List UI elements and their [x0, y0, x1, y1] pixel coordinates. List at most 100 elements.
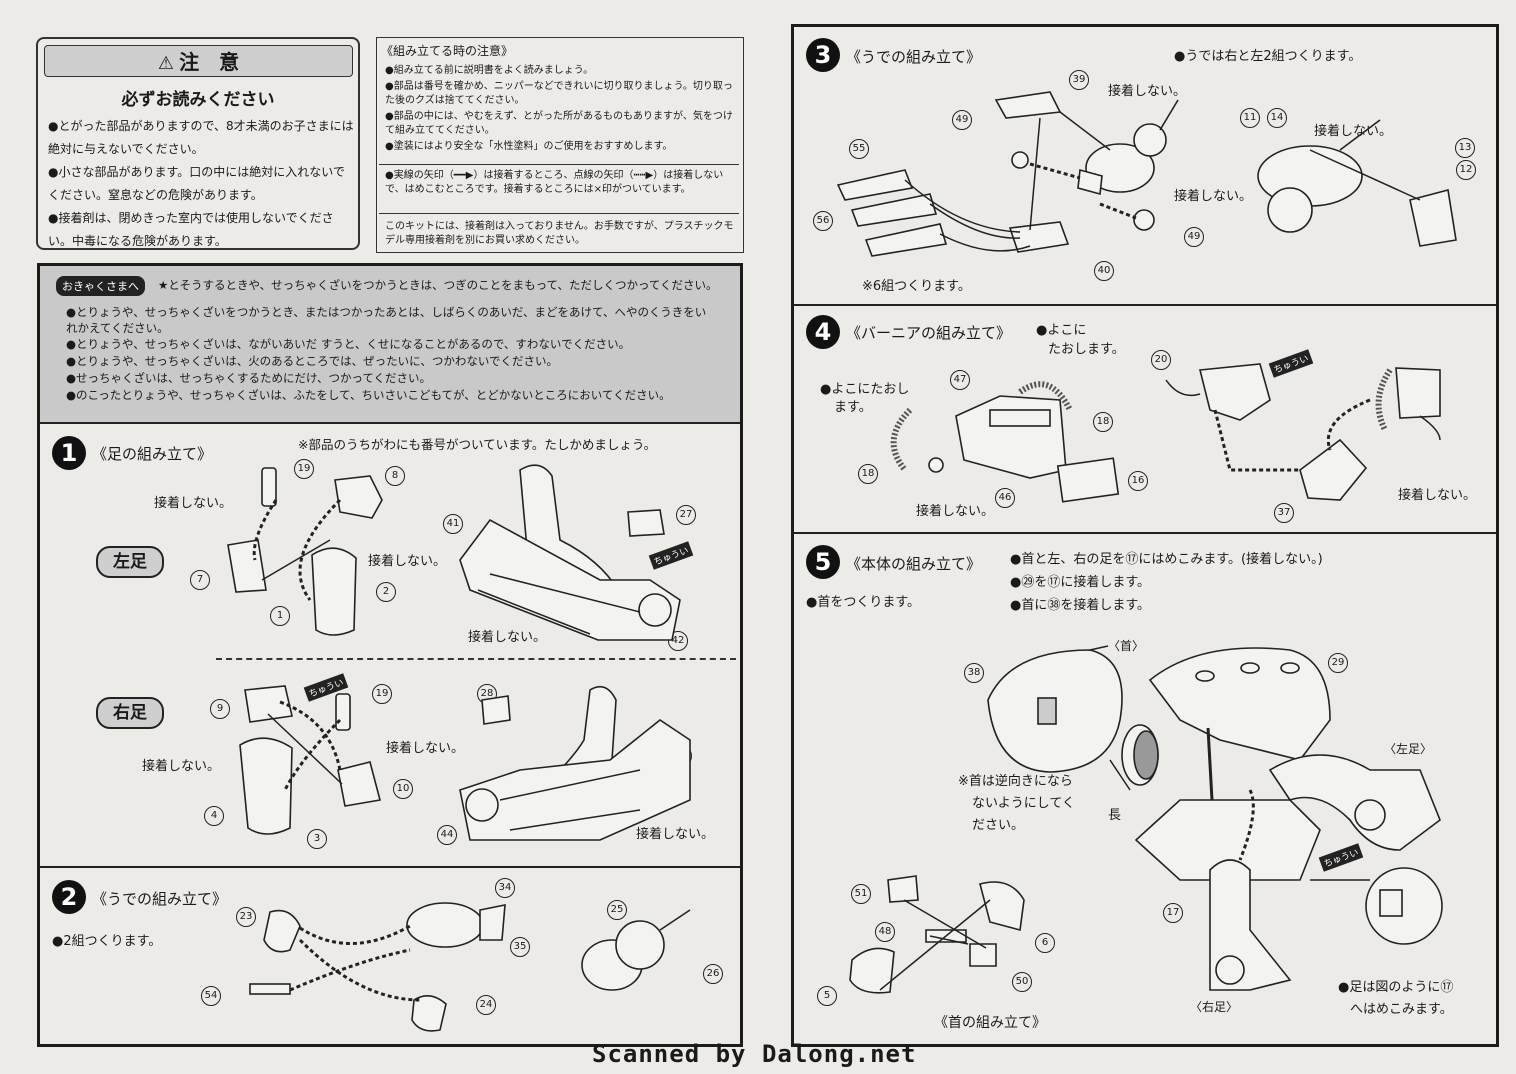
part-number: 35	[510, 937, 530, 957]
right-page-frame	[791, 24, 1499, 1047]
step-2-note: ●2組つくります。	[52, 934, 162, 949]
part-number: 9	[210, 699, 230, 719]
step-4-note: たおします。	[1048, 342, 1125, 357]
part-number: 25	[607, 900, 627, 920]
part-number: 17	[1163, 903, 1183, 923]
customer-notice-line: ●とりょうや、せっちゃくざいは、火のあるところでは、ぜったいに、つかわないでくだ…	[66, 354, 558, 368]
scan-watermark: Scanned by Dalong.net	[592, 1040, 917, 1068]
foot-note: ●足は図のように⑰	[1338, 980, 1454, 995]
caution-subheading: 必ずお読みください	[121, 90, 275, 110]
assembly-notes-box: 《組み立てる時の注意》 ●組み立てる前に説明書をよく読みましょう。 ●部品は番号…	[376, 37, 744, 253]
part-number: 49	[952, 110, 972, 130]
assembly-note: ●塗装にはより安全な「水性塗料」のご使用をおすすめします。	[385, 141, 673, 152]
foot-note: へはめこみます。	[1350, 1002, 1453, 1017]
part-number: 5	[817, 986, 837, 1006]
step-5-instruction: ●首に㊳を接着します。	[1010, 598, 1151, 613]
part-number: 19	[294, 459, 314, 479]
step-5-number: 5	[806, 545, 840, 579]
part-number: 7	[190, 570, 210, 590]
part-number: 12	[1456, 160, 1476, 180]
no-glue-label: 接着しない。	[142, 759, 221, 774]
left-page-frame	[37, 263, 743, 1047]
no-glue-label: 接着しない。	[386, 741, 465, 756]
leg-separator	[216, 658, 736, 660]
part-number: 43	[672, 746, 692, 766]
part-number: 28	[477, 684, 497, 704]
step-1-title: 《足の組み立て》	[92, 445, 213, 463]
part-number: 26	[703, 964, 723, 984]
part-number: 13	[1455, 138, 1475, 158]
part-number: 8	[385, 466, 405, 486]
customer-notice: おきゃくさまへ ★とそうするときや、せっちゃくざいをつかうときは、つぎのことをま…	[40, 266, 740, 422]
customer-notice-line: ●のこったとりょうや、せっちゃくざいは、ふたをして、ちいさいこどもてが、とどかな…	[66, 388, 671, 402]
part-number: 24	[476, 995, 496, 1015]
part-number: 55	[849, 139, 869, 159]
no-glue-label: 接着しない。	[154, 496, 233, 511]
part-number: 19	[372, 684, 392, 704]
caution-heading: 注 意	[179, 50, 240, 74]
part-number: 29	[1328, 653, 1348, 673]
assembly-notes-heading: 《組み立てる時の注意》	[381, 44, 514, 58]
step-5-instruction: ●首と左、右の足を⑰にはめこみます。(接着しない。)	[1010, 552, 1323, 567]
caution-line: ●とがった部品がありますので、8才未満のお子さまには絶対に与えないでください。	[48, 119, 354, 156]
make-six-note: ※6組つくります。	[862, 279, 971, 294]
part-number: 44	[437, 825, 457, 845]
part-number: 20	[1151, 350, 1171, 370]
step-4-note: ●よこに	[1036, 323, 1087, 338]
assembly-note: ●組み立てる前に説明書をよく読みましょう。	[385, 65, 594, 76]
warning-triangle-icon: ⚠	[157, 53, 175, 74]
neck-assembly-title: 《首の組み立て》	[934, 1015, 1046, 1031]
assembly-note: ●部品の中には、やむをえず、とがった所があるものもありますが、気をつけて組み立て…	[385, 111, 733, 136]
arrow-note-box: ●実線の矢印（━━▶）は接着するところ、点線の矢印（┅┅▶）は接着しないで、はめ…	[379, 164, 739, 214]
caution-line: ●接着剤は、閉めきった室内では使用しないでください。中毒になる危険があります。	[48, 211, 334, 248]
part-number: 4	[204, 806, 224, 826]
part-number: 36	[1243, 365, 1263, 385]
part-number: 54	[201, 986, 221, 1006]
part-number: 3	[307, 829, 327, 849]
glue-note: このキットには、接着剤は入っておりません。お手数ですが、プラスチックモデル専用接…	[385, 221, 734, 246]
step-5-note: ●首をつくります。	[806, 595, 921, 610]
divider	[40, 422, 740, 424]
right-leg-label: 〈右足〉	[1190, 1000, 1239, 1014]
part-number: 50	[1012, 972, 1032, 992]
part-number: 1	[270, 606, 290, 626]
step-1-number: 1	[52, 436, 86, 470]
neck-label: 〈首〉	[1108, 639, 1145, 653]
part-number: 40	[1094, 261, 1114, 281]
part-number: 51	[851, 884, 871, 904]
step-3-title: 《うでの組み立て》	[846, 48, 982, 66]
step-1-note: ※部品のうちがわにも番号がついています。たしかめましょう。	[298, 437, 657, 452]
customer-notice-intro: ★とそうするときや、せっちゃくざいをつかうときは、つぎのことをまもって、ただしく…	[158, 278, 718, 292]
part-number: 37	[1274, 503, 1294, 523]
part-number: 47	[950, 370, 970, 390]
step-4-note: ●よこにたおし	[820, 382, 910, 397]
no-glue-label: 接着しない。	[468, 630, 547, 645]
left-leg-label: 〈左足〉	[1384, 742, 1433, 756]
part-number: 14	[1267, 108, 1287, 128]
part-number: 34	[495, 878, 515, 898]
right-leg-label: 右足	[96, 697, 164, 729]
step-3-number: 3	[806, 38, 840, 72]
step-5-instruction: ●㉙を⑰に接着します。	[1010, 575, 1151, 590]
customer-notice-line: ●せっちゃくざいは、せっちゃくするためにだけ、つかってください。	[66, 371, 432, 385]
customer-notice-line: ●とりょうや、せっちゃくざいをつかうとき、またはつかったあとは、しばらくのあいだ…	[66, 305, 707, 335]
part-number: 18	[1093, 412, 1113, 432]
part-number: 42	[668, 631, 688, 651]
assembly-note: ●部品は番号を確かめ、ニッパーなどできれいに切り取りましょう。切り取った後のクズ…	[385, 81, 733, 106]
part-number: 56	[813, 211, 833, 231]
part-number: 11	[1240, 108, 1260, 128]
step-4-note: ます。	[834, 400, 872, 415]
no-glue-label: 接着しない。	[636, 827, 715, 842]
no-glue-label: 接着しない。	[1398, 488, 1477, 503]
customer-notice-line: ●とりょうや、せっちゃくざいは、ながいあいだ すうと、くせになることがあるので、…	[66, 337, 631, 351]
part-number: 27	[676, 505, 696, 525]
part-number: 18	[858, 464, 878, 484]
caution-box: ⚠ 注 意 必ずお読みください ●とがった部品がありますので、8才未満のお子さま…	[36, 37, 360, 250]
neck-caution: ないようにしてく	[972, 796, 1075, 811]
step-4-number: 4	[806, 315, 840, 349]
part-number: 16	[1128, 471, 1148, 491]
arrow-note: ●実線の矢印（━━▶）は接着するところ、点線の矢印（┅┅▶）は接着しないで、はめ…	[385, 170, 724, 195]
customer-notice-badge: おきゃくさまへ	[56, 276, 145, 296]
part-number: 6	[1035, 933, 1055, 953]
part-number: 41	[443, 514, 463, 534]
